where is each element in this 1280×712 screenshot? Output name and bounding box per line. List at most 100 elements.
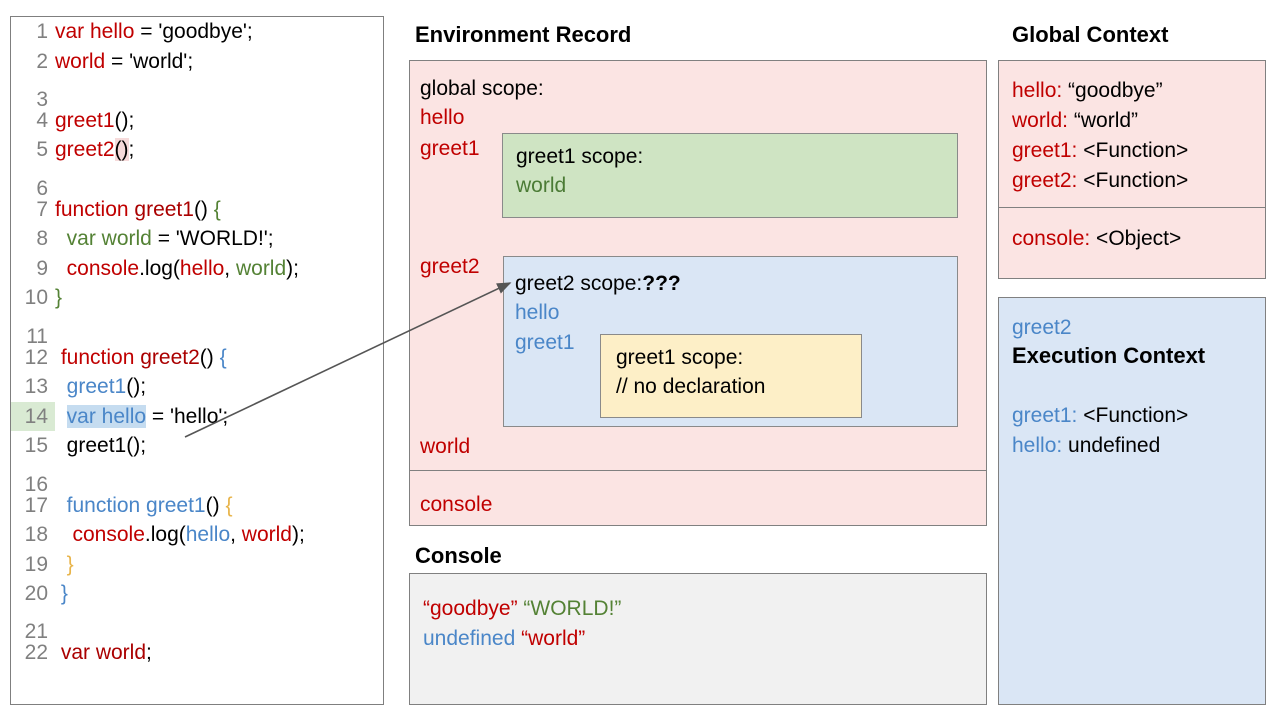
code-token: greet1 bbox=[55, 375, 127, 399]
code-token: greet2 bbox=[140, 345, 200, 369]
code-token: var world bbox=[55, 227, 152, 251]
er-binding-greet2: greet2 bbox=[420, 255, 480, 278]
ec-entry-greet1: greet1: <Function> bbox=[1012, 402, 1188, 430]
code-line[interactable]: 19 } bbox=[11, 550, 383, 580]
code-token: var hello bbox=[55, 20, 135, 43]
code-line[interactable]: 22 var world; bbox=[11, 638, 383, 668]
inner-greet1-scope-title: greet1 scope: bbox=[616, 346, 744, 369]
code-token: console bbox=[55, 523, 145, 547]
code-token: ; bbox=[128, 138, 135, 162]
code-token: greet1(); bbox=[55, 434, 147, 458]
gc-entry-world-value: “world” bbox=[1068, 109, 1139, 132]
code-token: greet1 bbox=[134, 197, 194, 221]
code-line[interactable]: 10} bbox=[11, 283, 383, 313]
code-line-text: var hello = 'hello'; bbox=[55, 402, 228, 432]
code-token: function greet1 bbox=[55, 493, 206, 517]
gc-entry-greet2-key: greet2: bbox=[1012, 169, 1078, 192]
code-token: } bbox=[55, 552, 74, 576]
console-title: Console bbox=[415, 543, 502, 568]
exec-context-title: Execution Context bbox=[1012, 343, 1206, 368]
code-line[interactable]: 16 bbox=[11, 461, 383, 496]
console-row-1: undefined “world” bbox=[423, 625, 585, 653]
code-line[interactable]: 18 console.log(hello, world); bbox=[11, 520, 383, 550]
line-number: 13 bbox=[24, 375, 48, 399]
console-row-1-part-1: “world” bbox=[521, 627, 586, 650]
code-token: () bbox=[205, 493, 226, 517]
code-token: { bbox=[213, 197, 221, 221]
ec-entry-greet1-key: greet1: bbox=[1012, 404, 1078, 427]
code-line[interactable]: 17 function greet1() { bbox=[11, 491, 383, 521]
code-token: { bbox=[219, 345, 227, 369]
code-token: world bbox=[235, 256, 287, 280]
console-row-0: “goodbye” “WORLD!” bbox=[423, 595, 621, 623]
code-line-text: var world = 'WORLD!'; bbox=[55, 224, 274, 254]
console-output-box: “goodbye” “WORLD!” undefined “world” bbox=[409, 573, 987, 705]
line-number: 22 bbox=[24, 641, 48, 665]
code-line[interactable]: 6 bbox=[11, 165, 383, 200]
gc-entry-world-key: world: bbox=[1012, 109, 1069, 132]
code-line-text: } bbox=[55, 579, 68, 609]
code-token: () bbox=[199, 345, 220, 369]
greet2-scope-unknown-marker: ??? bbox=[642, 272, 681, 295]
code-line[interactable]: 13 greet1(); bbox=[11, 372, 383, 402]
code-line[interactable]: 8 var world = 'WORLD!'; bbox=[11, 224, 383, 254]
code-line-text: console.log(hello, world); bbox=[55, 254, 299, 284]
code-line-text: world = 'world'; bbox=[55, 47, 193, 77]
greet2-scope-binding-greet1: greet1 bbox=[515, 331, 575, 354]
line-number: 20 bbox=[24, 582, 48, 606]
code-line[interactable]: 21 bbox=[11, 609, 383, 643]
code-line[interactable]: 20 } bbox=[11, 579, 383, 609]
line-number: 19 bbox=[24, 552, 48, 576]
gc-entry-hello-value: “goodbye” bbox=[1062, 79, 1163, 102]
code-token: , bbox=[224, 256, 236, 280]
code-token: = 'hello'; bbox=[146, 404, 229, 428]
line-number: 12 bbox=[24, 345, 48, 369]
code-line[interactable]: 3 bbox=[11, 76, 383, 111]
line-number: 11 bbox=[26, 324, 48, 348]
code-token: hello bbox=[179, 256, 225, 280]
console-row-0-part-0: “goodbye” bbox=[423, 597, 518, 620]
code-token: world bbox=[241, 523, 292, 547]
ec-entry-hello: hello: undefined bbox=[1012, 432, 1160, 460]
code-token: } bbox=[55, 286, 63, 310]
code-token: var hello bbox=[66, 404, 147, 428]
exec-context-name: greet2 bbox=[1012, 316, 1072, 339]
code-line[interactable]: 12 function greet2() { bbox=[11, 343, 383, 373]
code-token: = bbox=[134, 20, 159, 43]
code-token: = 'WORLD!'; bbox=[151, 227, 274, 251]
code-line-text: greet1(); bbox=[55, 106, 134, 136]
line-number: 5 bbox=[36, 138, 48, 162]
ec-entry-hello-key: hello: bbox=[1012, 434, 1063, 457]
environment-record-title: Environment Record bbox=[415, 22, 632, 47]
gc-entry-greet2-value: <Function> bbox=[1077, 169, 1189, 192]
code-token: , bbox=[230, 523, 242, 547]
code-token: (); bbox=[114, 108, 135, 132]
code-line-text: greet1(); bbox=[55, 372, 146, 402]
code-line[interactable]: 15 greet1(); bbox=[11, 431, 383, 461]
inner-greet1-scope-note: // no declaration bbox=[616, 375, 766, 398]
code-token: = 'world'; bbox=[105, 49, 194, 73]
code-line[interactable]: 9 console.log(hello, world); bbox=[11, 254, 383, 284]
global-context-title: Global Context bbox=[1012, 22, 1169, 47]
inner-greet1-scope-box: greet1 scope: // no declaration bbox=[600, 334, 862, 418]
code-line-text: console.log(hello, world); bbox=[55, 520, 305, 550]
line-number: 8 bbox=[36, 227, 48, 251]
gc-entry-console-key: console: bbox=[1012, 227, 1091, 250]
code-line[interactable]: 11 bbox=[11, 313, 383, 348]
er-binding-world: world bbox=[420, 435, 471, 458]
code-token: .log( bbox=[139, 256, 180, 280]
line-number: 21 bbox=[24, 620, 48, 644]
line-number: 18 bbox=[24, 523, 48, 547]
greet2-scope-title: greet2 scope: bbox=[515, 272, 643, 295]
line-number: 10 bbox=[24, 286, 48, 310]
gc-entry-hello-key: hello: bbox=[1012, 79, 1063, 102]
code-line[interactable]: 14 var hello = 'hello'; bbox=[11, 401, 383, 432]
greet1-scope-box: greet1 scope: world bbox=[502, 133, 958, 218]
greet2-scope-binding-hello: hello bbox=[515, 301, 560, 324]
